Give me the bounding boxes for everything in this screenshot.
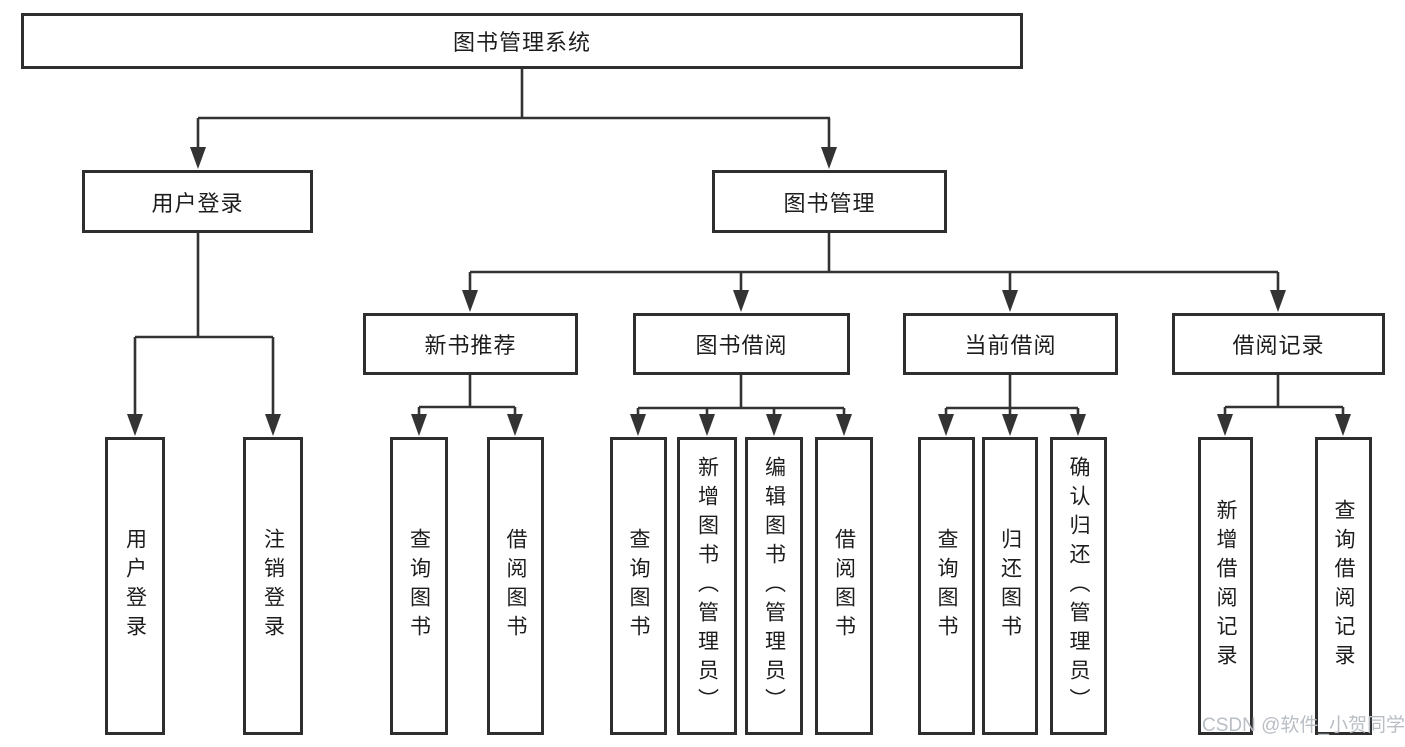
leaf-borrow-books-recommendation: 借阅图书: [487, 437, 544, 735]
leaf-user-login: 用户登录: [105, 437, 165, 735]
node-library-management-system: 图书管理系统: [21, 13, 1023, 69]
leaf-add-borrow-record: 新增借阅记录: [1198, 437, 1253, 735]
leaf-edit-book-admin: 编辑图书（管理员）: [745, 437, 803, 735]
node-book-management: 图书管理: [712, 170, 947, 233]
leaf-query-books-borrowing: 查询图书: [610, 437, 667, 735]
node-new-book-recommendation: 新书推荐: [363, 313, 578, 375]
node-current-borrowing: 当前借阅: [903, 313, 1118, 375]
leaf-return-books: 归还图书: [982, 437, 1038, 735]
leaf-borrow-books: 借阅图书: [815, 437, 873, 735]
csdn-watermark: CSDN @软件_小贺同学: [1202, 715, 1405, 736]
leaf-confirm-return-admin: 确认归还（管理员）: [1050, 437, 1107, 735]
node-borrowing-records: 借阅记录: [1172, 313, 1385, 375]
node-user-login: 用户登录: [82, 170, 313, 233]
leaf-add-book-admin: 新增图书（管理员）: [677, 437, 737, 735]
leaf-logout: 注销登录: [243, 437, 303, 735]
leaf-query-borrow-record: 查询借阅记录: [1315, 437, 1372, 735]
leaf-query-books-recommendation: 查询图书: [390, 437, 448, 735]
node-book-borrowing: 图书借阅: [633, 313, 850, 375]
leaf-query-books-current: 查询图书: [918, 437, 975, 735]
